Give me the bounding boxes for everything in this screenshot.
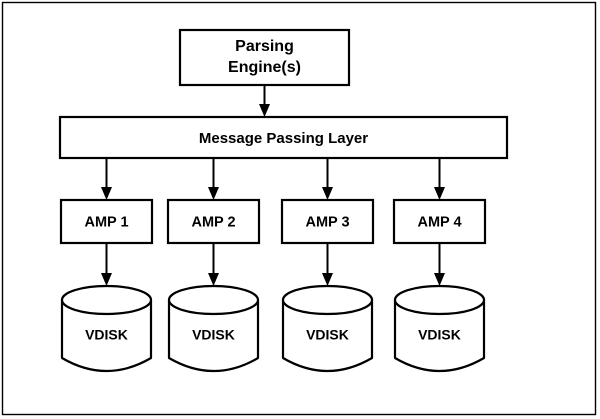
vdisk-label-3: VDISK: [306, 327, 349, 343]
vdisk-cylinder-body-2: [167, 298, 260, 373]
amp-box-3: [280, 198, 375, 245]
amp-node-4: AMP 4: [392, 198, 487, 245]
amp-box-4: [392, 198, 487, 245]
arrowhead-icon: [434, 187, 445, 200]
amp-box-2: [166, 198, 261, 245]
parsing-engine-node: Parsing Engine(s): [178, 28, 351, 87]
amp-node-2: AMP 2: [166, 198, 261, 245]
vdisk-cylinder-body-3: [281, 298, 374, 373]
vdisk-cylinder-top-1: [60, 284, 153, 316]
arrow-parsing-engine-to-message-passing-layer: [259, 85, 270, 117]
amp-label-1: AMP 1: [84, 214, 128, 230]
amp-label-2: AMP 2: [191, 214, 235, 230]
vdisk-label-4: VDISK: [418, 327, 461, 343]
arrow-amp-2-to-vdisk-2: [208, 243, 219, 286]
arrow-mpl-to-amp-2: [208, 158, 219, 200]
message-passing-layer-box: [58, 115, 509, 160]
amp-label-3: AMP 3: [305, 214, 349, 230]
arrow-mpl-to-amp-3: [322, 158, 333, 200]
vdisk-cylinder-body-4: [393, 298, 486, 373]
parsing-engine-label-line1: Parsing: [235, 38, 294, 55]
vdisk-node-3: VDISK: [281, 284, 374, 373]
arrow-amp-3-to-vdisk-3: [322, 243, 333, 286]
arrowhead-icon: [208, 273, 219, 286]
arrowhead-icon: [101, 187, 112, 200]
parsing-engine-label-line2: Engine(s): [228, 59, 301, 76]
vdisk-node-2: VDISK: [167, 284, 260, 373]
arrow-amp-4-to-vdisk-4: [434, 243, 445, 286]
vdisk-label-1: VDISK: [85, 327, 128, 343]
arrowhead-icon: [101, 273, 112, 286]
amp-label-4: AMP 4: [417, 214, 461, 230]
parsing-engine-box: [178, 28, 351, 87]
arrow-mpl-to-amp-4: [434, 158, 445, 200]
arrowhead-icon: [259, 104, 270, 117]
message-passing-layer-node: Message Passing Layer: [58, 115, 509, 160]
arrowhead-icon: [322, 273, 333, 286]
arrowhead-icon: [322, 187, 333, 200]
amp-box-1: [59, 198, 154, 245]
vdisk-cylinder-top-3: [281, 284, 374, 316]
arrow-mpl-to-amp-1: [101, 158, 112, 200]
vdisk-node-4: VDISK: [393, 284, 486, 373]
arrow-amp-1-to-vdisk-1: [101, 243, 112, 286]
message-passing-layer-label: Message Passing Layer: [199, 130, 368, 147]
vdisk-cylinder-top-4: [393, 284, 486, 316]
amp-node-3: AMP 3: [280, 198, 375, 245]
vdisk-node-1: VDISK: [60, 284, 153, 373]
vdisk-cylinder-body-1: [60, 298, 153, 373]
vdisk-label-2: VDISK: [192, 327, 235, 343]
arrowhead-icon: [208, 187, 219, 200]
amp-node-1: AMP 1: [59, 198, 154, 245]
vdisk-cylinder-top-2: [167, 284, 260, 316]
arrowhead-icon: [434, 273, 445, 286]
